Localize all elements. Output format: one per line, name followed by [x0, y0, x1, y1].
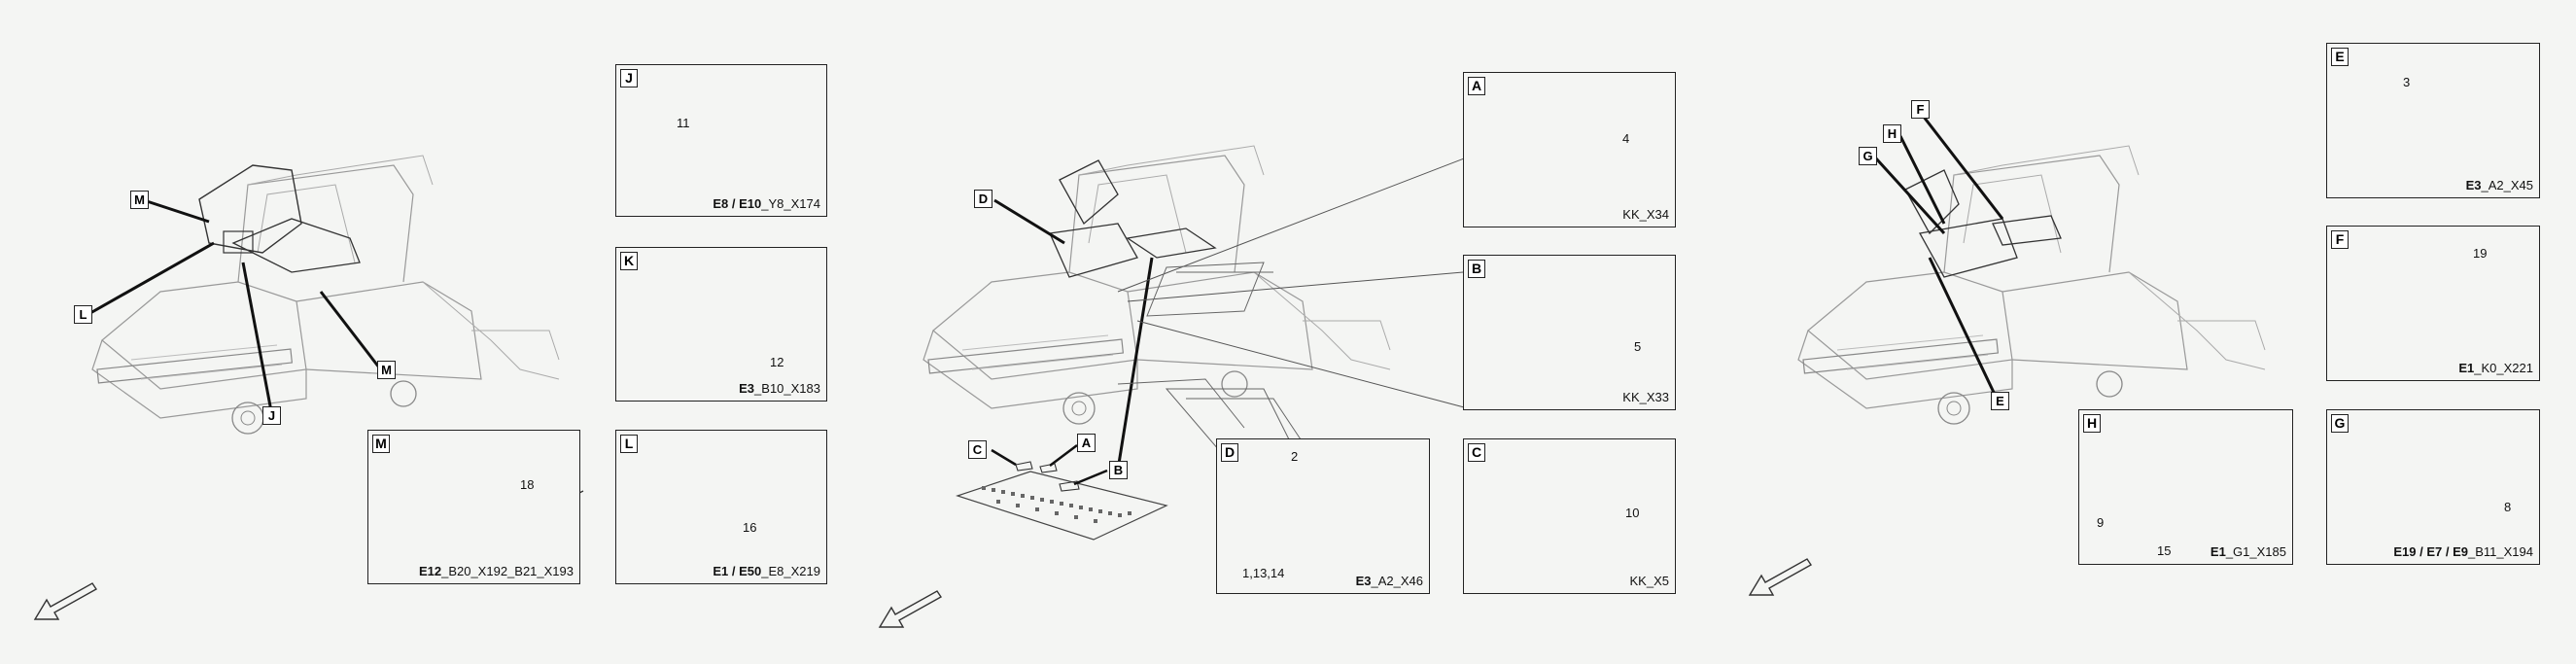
callout-m-bottom[interactable]: M: [377, 361, 396, 379]
part-number: 11: [677, 116, 690, 130]
detail-box-a: A 4 KK_X34: [1463, 72, 1676, 227]
detail-letter-d: D: [1221, 443, 1238, 462]
detail-letter-l: L: [620, 435, 638, 453]
connector-caption-m: E12_B20_X192_B21_X193: [418, 564, 574, 578]
detail-box-f: F 19 E1_K0_X221: [2326, 226, 2540, 381]
connector-caption-g: E19 / E7 / E9_B11_X194: [2393, 544, 2533, 559]
part-number: 9: [2097, 515, 2105, 530]
part-number-secondary: 15: [2157, 543, 2172, 558]
connector-caption-e: E3_A2_X45: [2465, 178, 2533, 192]
connector-caption-b: KK_X33: [1622, 390, 1669, 404]
part-number: 3: [2403, 75, 2411, 89]
callout-h[interactable]: H: [1883, 124, 1901, 143]
part-number: 16: [743, 520, 757, 535]
detail-box-k: K 12 E3_B10_X183: [615, 247, 827, 402]
detail-box-m: M 18 E12_B20_X192_B21_X193: [367, 430, 580, 584]
left-machine-drawing: [91, 155, 560, 435]
part-number: 19: [2473, 246, 2488, 261]
connector-caption-a: KK_X34: [1622, 207, 1669, 222]
connector-caption-j: E8 / E10_Y8_X174: [713, 196, 820, 211]
detail-box-b: B 5 KK_X33: [1463, 255, 1676, 410]
part-number: 10: [1625, 506, 1640, 520]
detail-letter-g: G: [2331, 414, 2349, 433]
part-number-secondary: 1,13,14: [1242, 566, 1285, 580]
part-number: 2: [1291, 449, 1299, 464]
callout-j[interactable]: J: [262, 406, 281, 425]
callout-e[interactable]: E: [1991, 392, 2009, 410]
detail-box-h: H 9 15 E1_G1_X185: [2078, 409, 2293, 565]
callout-l[interactable]: L: [74, 305, 92, 324]
part-number: 12: [770, 355, 784, 369]
direction-arrow-right: [1748, 558, 1813, 596]
detail-box-l: L 16 E1 / E50_E8_X219: [615, 430, 827, 584]
detail-box-g: G 8 E19 / E7 / E9_B11_X194: [2326, 409, 2540, 565]
callout-a[interactable]: A: [1077, 434, 1096, 452]
connector-caption-h: E1_G1_X185: [2210, 544, 2286, 559]
detail-box-c: C 10 KK_X5: [1463, 438, 1676, 594]
detail-letter-m: M: [372, 435, 390, 453]
connector-caption-l: E1 / E50_E8_X219: [713, 564, 820, 578]
connector-caption-c: KK_X5: [1629, 574, 1669, 588]
direction-arrow-center: [878, 590, 943, 628]
callout-f[interactable]: F: [1911, 100, 1930, 119]
circuit-board-drawing: [956, 461, 1168, 541]
direction-arrow-left: [33, 582, 98, 620]
callout-m-top[interactable]: M: [130, 191, 149, 209]
detail-letter-e: E: [2331, 48, 2349, 66]
part-number: 8: [2504, 500, 2512, 514]
detail-letter-k: K: [620, 252, 638, 270]
detail-letter-f: F: [2331, 230, 2349, 249]
detail-box-d: D 2 1,13,14 E3_A2_X46: [1216, 438, 1430, 594]
detail-letter-c: C: [1468, 443, 1485, 462]
callout-c[interactable]: C: [968, 440, 987, 459]
detail-letter-b: B: [1468, 260, 1485, 278]
callout-g[interactable]: G: [1859, 147, 1877, 165]
connector-caption-f: E1_K0_X221: [2458, 361, 2533, 375]
connector-caption-k: E3_B10_X183: [739, 381, 820, 396]
callout-d[interactable]: D: [974, 190, 992, 208]
part-number: 18: [520, 477, 535, 492]
right-machine-drawing: [1797, 145, 2266, 425]
detail-box-e: E 3 E3_A2_X45: [2326, 43, 2540, 198]
detail-box-j: J 11 E8 / E10_Y8_X174: [615, 64, 827, 217]
connector-caption-d: E3_A2_X46: [1355, 574, 1423, 588]
callout-b[interactable]: B: [1109, 461, 1128, 479]
part-number: 4: [1622, 131, 1630, 146]
detail-letter-h: H: [2083, 414, 2101, 433]
part-number: 5: [1634, 339, 1642, 354]
detail-letter-j: J: [620, 69, 638, 87]
detail-letter-a: A: [1468, 77, 1485, 95]
